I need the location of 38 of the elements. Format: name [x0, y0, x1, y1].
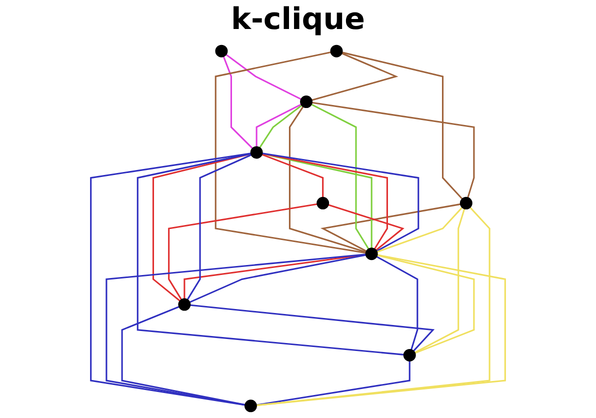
- connector: [320, 203, 461, 252]
- connector: [152, 153, 252, 302]
- node-circle: [250, 146, 263, 159]
- connector: [376, 206, 463, 253]
- node-circle: [178, 298, 191, 311]
- node-circle: [300, 96, 313, 108]
- connector: [288, 106, 366, 253]
- connector: [262, 154, 324, 198]
- connector: [136, 152, 404, 356]
- connector: [414, 208, 466, 354]
- connector: [90, 152, 251, 406]
- node-circle: [215, 44, 228, 58]
- connector: [376, 256, 418, 350]
- node-circle: [365, 248, 378, 260]
- connector: [377, 254, 475, 354]
- connector: [190, 304, 435, 352]
- connector: [226, 54, 302, 100]
- connector: [214, 52, 366, 254]
- connector: [328, 204, 404, 251]
- connector: [106, 254, 366, 406]
- connector: [311, 104, 370, 250]
- connector: [256, 254, 506, 406]
- title: k-clique: [231, 2, 365, 37]
- connector: [168, 203, 318, 300]
- connector: [256, 361, 410, 406]
- node-circle: [244, 400, 257, 412]
- node-circle: [460, 196, 472, 210]
- connector: [342, 52, 463, 200]
- connector: [262, 152, 420, 252]
- connector: [312, 102, 475, 198]
- connector: [222, 56, 253, 149]
- connector: [312, 52, 398, 101]
- node-circle: [403, 348, 416, 362]
- node-circle: [330, 44, 343, 58]
- connector: [121, 306, 246, 406]
- node-circle: [316, 196, 330, 210]
- connector: [186, 154, 252, 300]
- connector: [256, 206, 490, 406]
